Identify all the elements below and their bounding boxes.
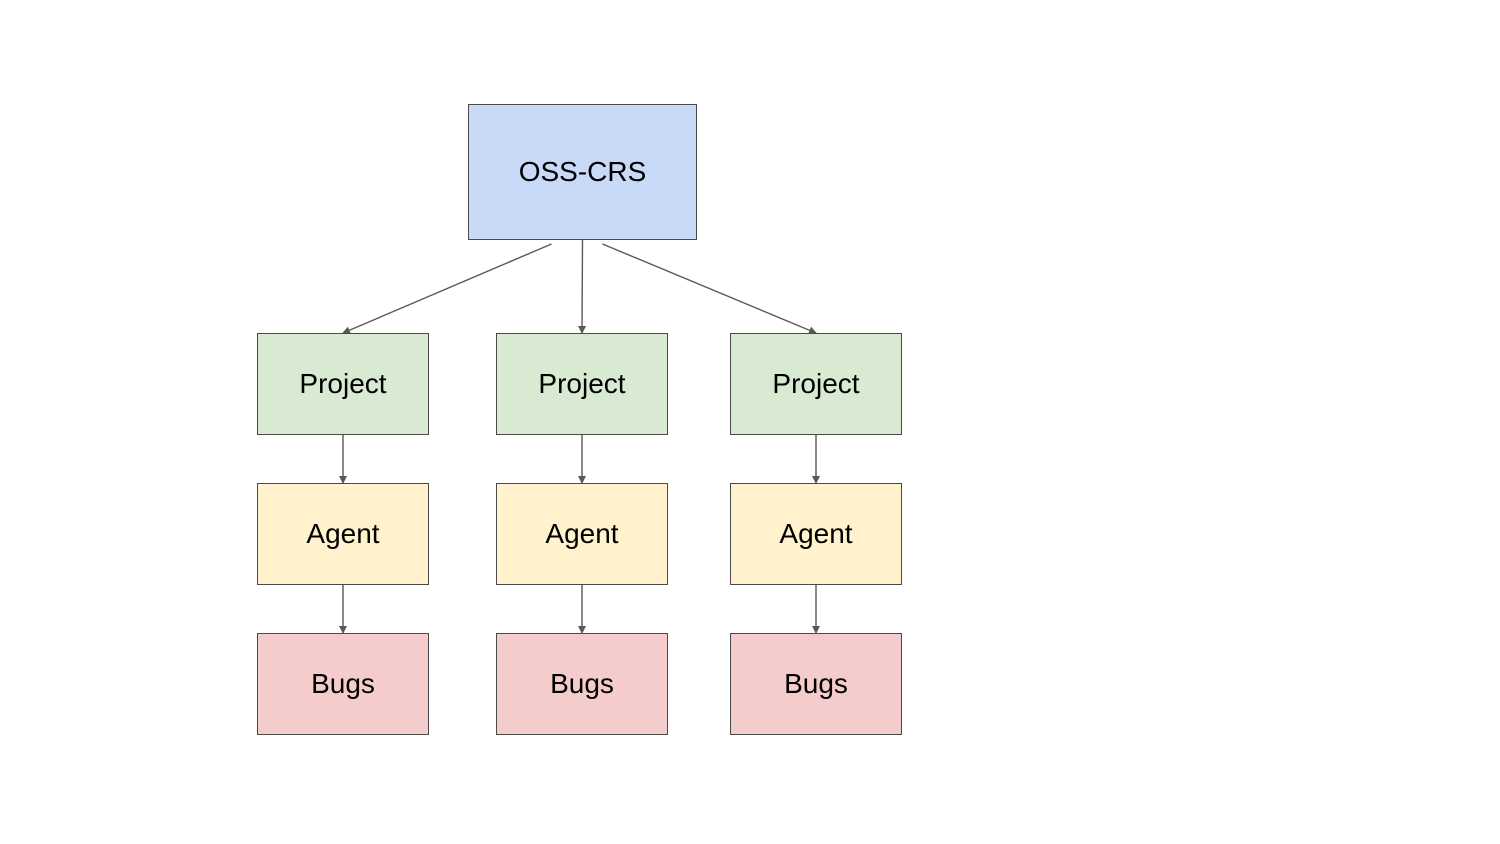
edge-root-to-branch-1-project (578, 239, 587, 334)
project-node-label: Project (299, 368, 387, 399)
root-node-label: OSS-CRS (518, 156, 647, 187)
project-node: Project (257, 333, 429, 435)
bugs-node-label: Bugs (550, 668, 614, 699)
agent-node-label: Agent (306, 518, 380, 549)
agent-node: Agent (730, 483, 902, 585)
bugs-node: Bugs (257, 633, 429, 735)
bugs-node-label: Bugs (784, 668, 848, 699)
agent-node: Agent (496, 483, 668, 585)
agent-node: Agent (257, 483, 429, 585)
project-node: Project (496, 333, 668, 435)
edge-root-to-branch-2-project (602, 243, 817, 334)
bugs-node-label: Bugs (311, 668, 375, 699)
bugs-node: Bugs (496, 633, 668, 735)
bugs-node: Bugs (730, 633, 902, 735)
project-node-label: Project (538, 368, 626, 399)
project-node-label: Project (772, 368, 860, 399)
project-node: Project (730, 333, 902, 435)
root-node-oss-crs: OSS-CRS (468, 104, 697, 240)
agent-node-label: Agent (545, 518, 619, 549)
agent-node-label: Agent (779, 518, 853, 549)
edge-root-to-branch-0-project (342, 243, 552, 334)
